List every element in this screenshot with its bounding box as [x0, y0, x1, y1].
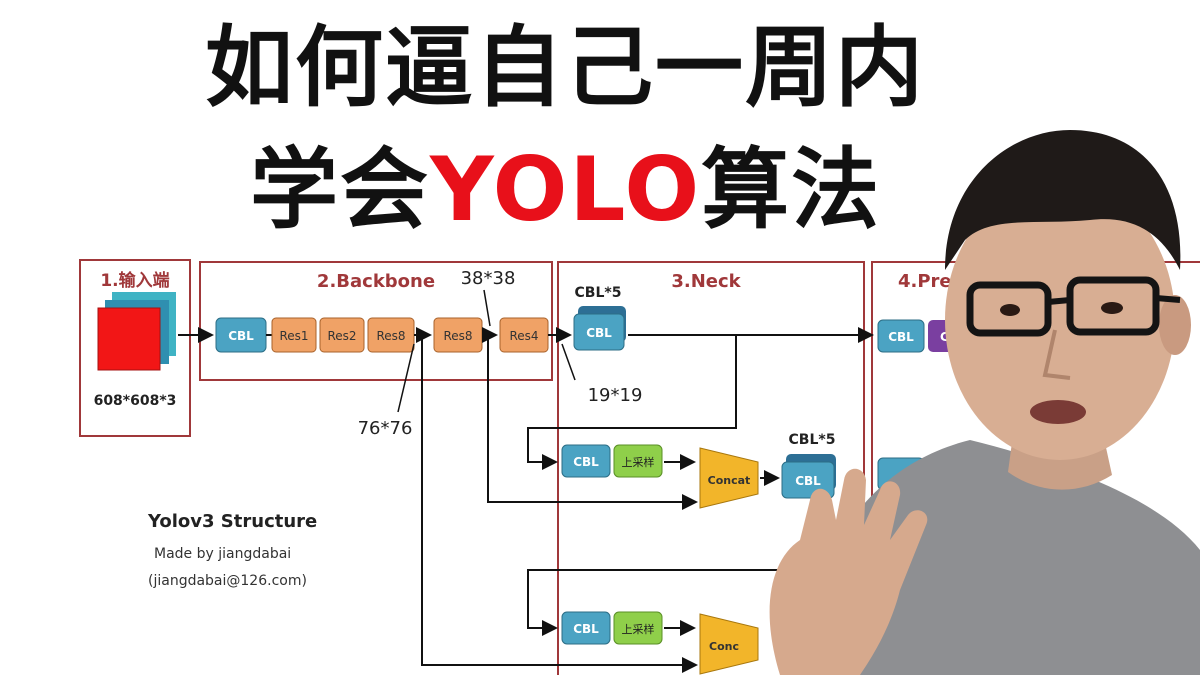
neck-cbl5-label-top: CBL*5 [575, 285, 622, 301]
presenter-hand [769, 468, 928, 675]
presenter-eye-right [1101, 302, 1123, 314]
row1-concat-block [699, 447, 759, 509]
headline-line-2: 学会YOLO算法 [250, 140, 950, 240]
presenter-hair [945, 130, 1181, 270]
glasses-arm [1155, 295, 1181, 303]
row2-cbl-block [561, 611, 611, 645]
row2-concat-block [699, 613, 759, 675]
backbone-cbl-label: CBL [228, 329, 254, 343]
glasses-left-lens [966, 281, 1052, 337]
res1-block [271, 317, 317, 353]
dim-76-pointer [397, 343, 415, 413]
row1-cbl-text: CBL [573, 455, 599, 469]
glasses-right-lens [1066, 276, 1160, 336]
dim-38-pointer [483, 289, 491, 327]
row2-cbl-text: CBL [573, 622, 599, 636]
dim-38-label: 38*38 [461, 268, 516, 289]
res8-label-a: Res8 [376, 329, 405, 343]
neck-cbl5-block-top [573, 313, 625, 351]
row2-upsample-text: 上采样 [622, 622, 655, 636]
row1-upsample-block [613, 444, 663, 478]
pred-cbl-block-top [877, 319, 925, 353]
presenter-shirt [800, 440, 1200, 675]
pred-cbl-text-top: CBL [888, 330, 914, 344]
section-prediction-label: 4.Pre [898, 271, 952, 292]
res2-label: Res2 [327, 329, 356, 343]
neck-cbl5-text-mid: CBL [795, 474, 821, 488]
glasses-bridge [1047, 297, 1071, 305]
section-input-frame [79, 259, 191, 437]
presenter-ear [1159, 295, 1191, 355]
section-input-label: 1.输入端 [100, 270, 169, 291]
neck-cbl5-text-top: CBL [586, 326, 612, 340]
headline-prefix: 学会 [250, 138, 431, 241]
res2-block [319, 317, 365, 353]
presenter-photo [769, 130, 1200, 675]
presenter-face [945, 180, 1175, 460]
row1-upsample-text: 上采样 [622, 455, 655, 469]
dim-19-label: 19*19 [588, 385, 643, 406]
dim-76-label: 76*76 [358, 418, 413, 439]
credit-email: (jiangdabai@126.com) [148, 573, 307, 589]
arrow-neck-branch-2 [527, 569, 800, 636]
yolov3-diagram: 1.输入端 2.Backbone 3.Neck 4.Pre 608*608*3 … [79, 259, 1200, 675]
row2-upsample-block [613, 611, 663, 645]
credit-author: Made by jiangdabai [154, 546, 291, 562]
arrow-neck-branch-1 [527, 335, 737, 470]
res8-label-b: Res8 [443, 329, 472, 343]
arrow-38-concat [487, 335, 698, 510]
section-backbone-frame [199, 261, 553, 381]
credit-title: Yolov3 Structure [147, 511, 317, 532]
section-neck-frame [557, 261, 865, 675]
presenter-nose [1042, 329, 1071, 380]
res4-label: Res4 [509, 329, 538, 343]
input-image [97, 307, 161, 371]
headline-highlight: YOLO [430, 138, 702, 241]
presenter-mouth [1030, 400, 1086, 424]
headline-line-1: 如何逼自己一周内 [204, 16, 925, 119]
dim-19-pointer [561, 343, 576, 381]
section-backbone-label: 2.Backbone [317, 271, 435, 292]
input-size-label: 608*608*3 [94, 393, 177, 409]
neck-cbl5-label-mid: CBL*5 [789, 432, 836, 448]
presenter-eye-left [1000, 304, 1020, 316]
res1-label: Res1 [279, 329, 308, 343]
row1-cbl-block [561, 444, 611, 478]
row2-concat-text: Conc [709, 640, 739, 653]
arrow-76-concat [421, 335, 698, 673]
section-neck-label: 3.Neck [671, 271, 741, 292]
headline-suffix: 算法 [701, 138, 882, 241]
row1-concat-text: Concat [708, 474, 751, 487]
